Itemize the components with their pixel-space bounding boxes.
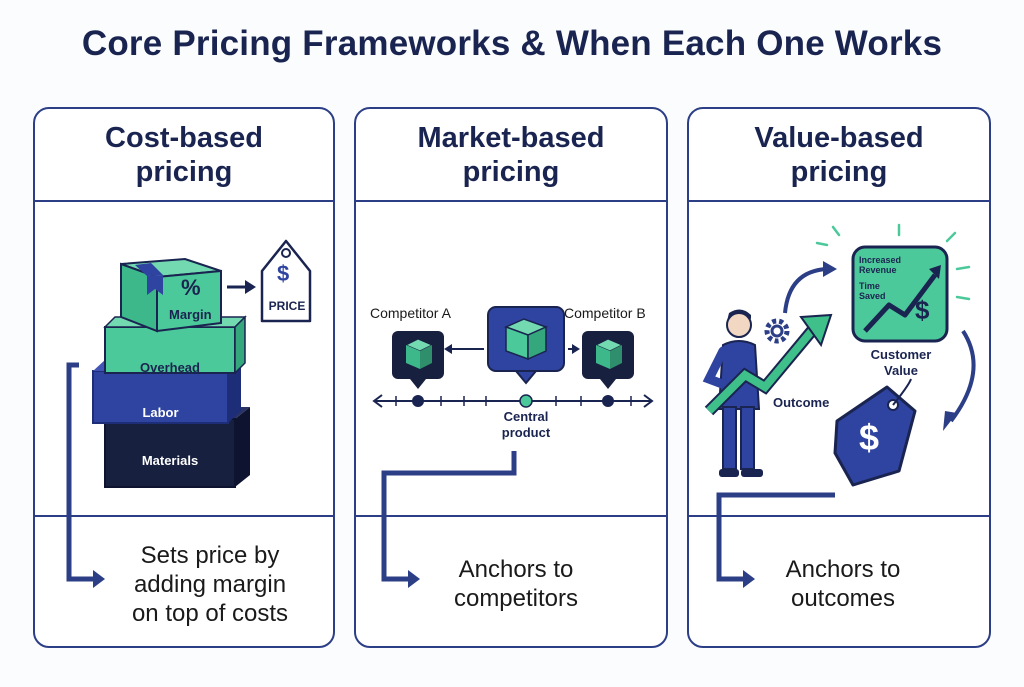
customer-value-card: [851, 245, 949, 343]
competitor-b-pin: [582, 331, 634, 389]
central-product-label: Central product: [501, 409, 551, 440]
cost-connector-arrow: [66, 362, 105, 588]
competitor-a-pin: [392, 331, 444, 389]
panel-divider: [356, 515, 666, 517]
central-product-pin: [487, 306, 565, 385]
panel-header: Cost-based pricing: [35, 109, 333, 202]
panel-footer-text: Anchors to competitors: [453, 556, 579, 612]
margin-label: Margin: [169, 307, 212, 322]
market-connector-arrow: [381, 451, 517, 588]
glow-rays: [815, 223, 971, 301]
page-title: Core Pricing Frameworks & When Each One …: [81, 24, 943, 63]
customer-value-label: Customer Value: [870, 347, 932, 378]
comparison-arrows: [444, 344, 580, 354]
labor-label: Labor: [142, 405, 179, 420]
competitor-a-label: Competitor A: [370, 305, 451, 321]
chart-label-revenue: Increased Revenue: [859, 255, 902, 275]
price-tag-shape: [260, 239, 312, 323]
materials-label: Materials: [141, 453, 199, 468]
curve-arrow-down: [943, 329, 976, 431]
panel-header: Market-based pricing: [356, 109, 666, 202]
growth-arrow: [704, 313, 833, 416]
cost-based-panel: Cost-based pricing: [33, 107, 335, 648]
value-price-tag: [833, 378, 917, 487]
curve-arrow-up: [783, 261, 837, 314]
value-illustration: [702, 223, 976, 588]
panel-footer-text: Anchors to outcomes: [785, 556, 901, 612]
panel-footer-text: Sets price by adding margin on top of co…: [131, 542, 289, 627]
panel-heading: Cost-based pricing: [105, 121, 263, 188]
arrow-to-price: [227, 280, 256, 294]
panel-divider: [689, 515, 989, 517]
gear-icon: [764, 318, 790, 344]
value-based-panel: Value-based pricing: [687, 107, 991, 648]
panel-heading: Value-based pricing: [754, 121, 924, 188]
outcome-label: Outcome: [773, 395, 830, 410]
margin-box: [120, 257, 222, 333]
materials-block: [104, 407, 250, 488]
price-label: PRICE: [268, 299, 306, 313]
price-dollar: $: [277, 261, 290, 286]
market-axis: [372, 394, 654, 408]
panel-header: Value-based pricing: [689, 109, 989, 202]
tag-dollar-sign: $: [859, 417, 880, 458]
cost-stack-illustration: [66, 239, 312, 588]
chart-label-time: Time Saved: [859, 281, 886, 301]
panel-divider: [35, 515, 333, 517]
overhead-label: Overhead: [140, 360, 200, 375]
competitor-b-label: Competitor B: [564, 305, 646, 321]
margin-percent: %: [181, 275, 201, 300]
person-figure: [702, 309, 763, 477]
card-dollar-sign: $: [915, 295, 930, 325]
value-connector-arrow: [716, 492, 835, 588]
market-illustration: [372, 306, 654, 588]
market-based-panel: Market-based pricing: [354, 107, 668, 648]
panel-heading: Market-based pricing: [417, 121, 605, 188]
